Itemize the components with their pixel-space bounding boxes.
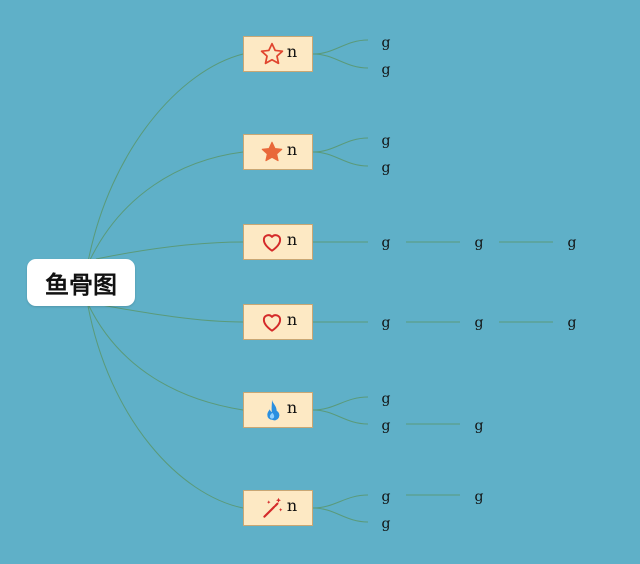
branch-node-3[interactable]: n: [243, 224, 313, 260]
connector-line: [312, 53, 369, 69]
leaf-node[interactable]: g: [474, 315, 484, 331]
leaf-node[interactable]: g: [381, 35, 391, 51]
connector-line: [95, 303, 244, 323]
leaf-node[interactable]: g: [381, 235, 391, 251]
connector-line: [87, 305, 244, 509]
branch-node-4[interactable]: n: [243, 304, 313, 340]
branch-label: n: [286, 496, 298, 515]
heart-outline-icon: [259, 229, 285, 255]
branch-label: n: [286, 140, 298, 159]
leaf-node[interactable]: g: [474, 418, 484, 434]
star-outline-icon: [259, 41, 285, 67]
leaf-node[interactable]: g: [381, 315, 391, 331]
branch-label: n: [286, 42, 298, 61]
branch-node-6[interactable]: n: [243, 490, 313, 526]
connector-line: [312, 494, 369, 509]
heart-outline-icon: [259, 309, 285, 335]
leaf-node[interactable]: g: [381, 489, 391, 505]
star-filled-icon: [259, 139, 285, 165]
connector-line: [312, 396, 369, 411]
branch-label: n: [286, 230, 298, 249]
leaf-node[interactable]: g: [381, 62, 391, 78]
leaf-node[interactable]: g: [474, 235, 484, 251]
branch-label: n: [286, 398, 298, 417]
connector-line: [87, 303, 244, 411]
connector-line: [312, 151, 369, 167]
leaf-node[interactable]: g: [381, 391, 391, 407]
leaf-node[interactable]: g: [381, 133, 391, 149]
connector-line: [312, 137, 369, 153]
connector-line: [87, 151, 244, 265]
leaf-node[interactable]: g: [381, 516, 391, 532]
connector-line: [312, 507, 369, 523]
connector-line: [87, 53, 244, 263]
root-node[interactable]: 鱼骨图: [27, 259, 135, 306]
connector-line: [312, 409, 369, 425]
branch-node-5[interactable]: n: [243, 392, 313, 428]
leaf-node[interactable]: g: [567, 235, 577, 251]
root-label: 鱼骨图: [45, 271, 117, 299]
leaf-node[interactable]: g: [381, 160, 391, 176]
connector-line: [95, 241, 244, 260]
branch-node-1[interactable]: n: [243, 36, 313, 72]
branch-node-2[interactable]: n: [243, 134, 313, 170]
leaf-node[interactable]: g: [474, 489, 484, 505]
leaf-node[interactable]: g: [567, 315, 577, 331]
flame-icon: [259, 397, 285, 423]
branch-label: n: [286, 310, 298, 329]
leaf-node[interactable]: g: [381, 418, 391, 434]
connector-line: [312, 39, 369, 55]
magic-wand-icon: [259, 495, 285, 521]
